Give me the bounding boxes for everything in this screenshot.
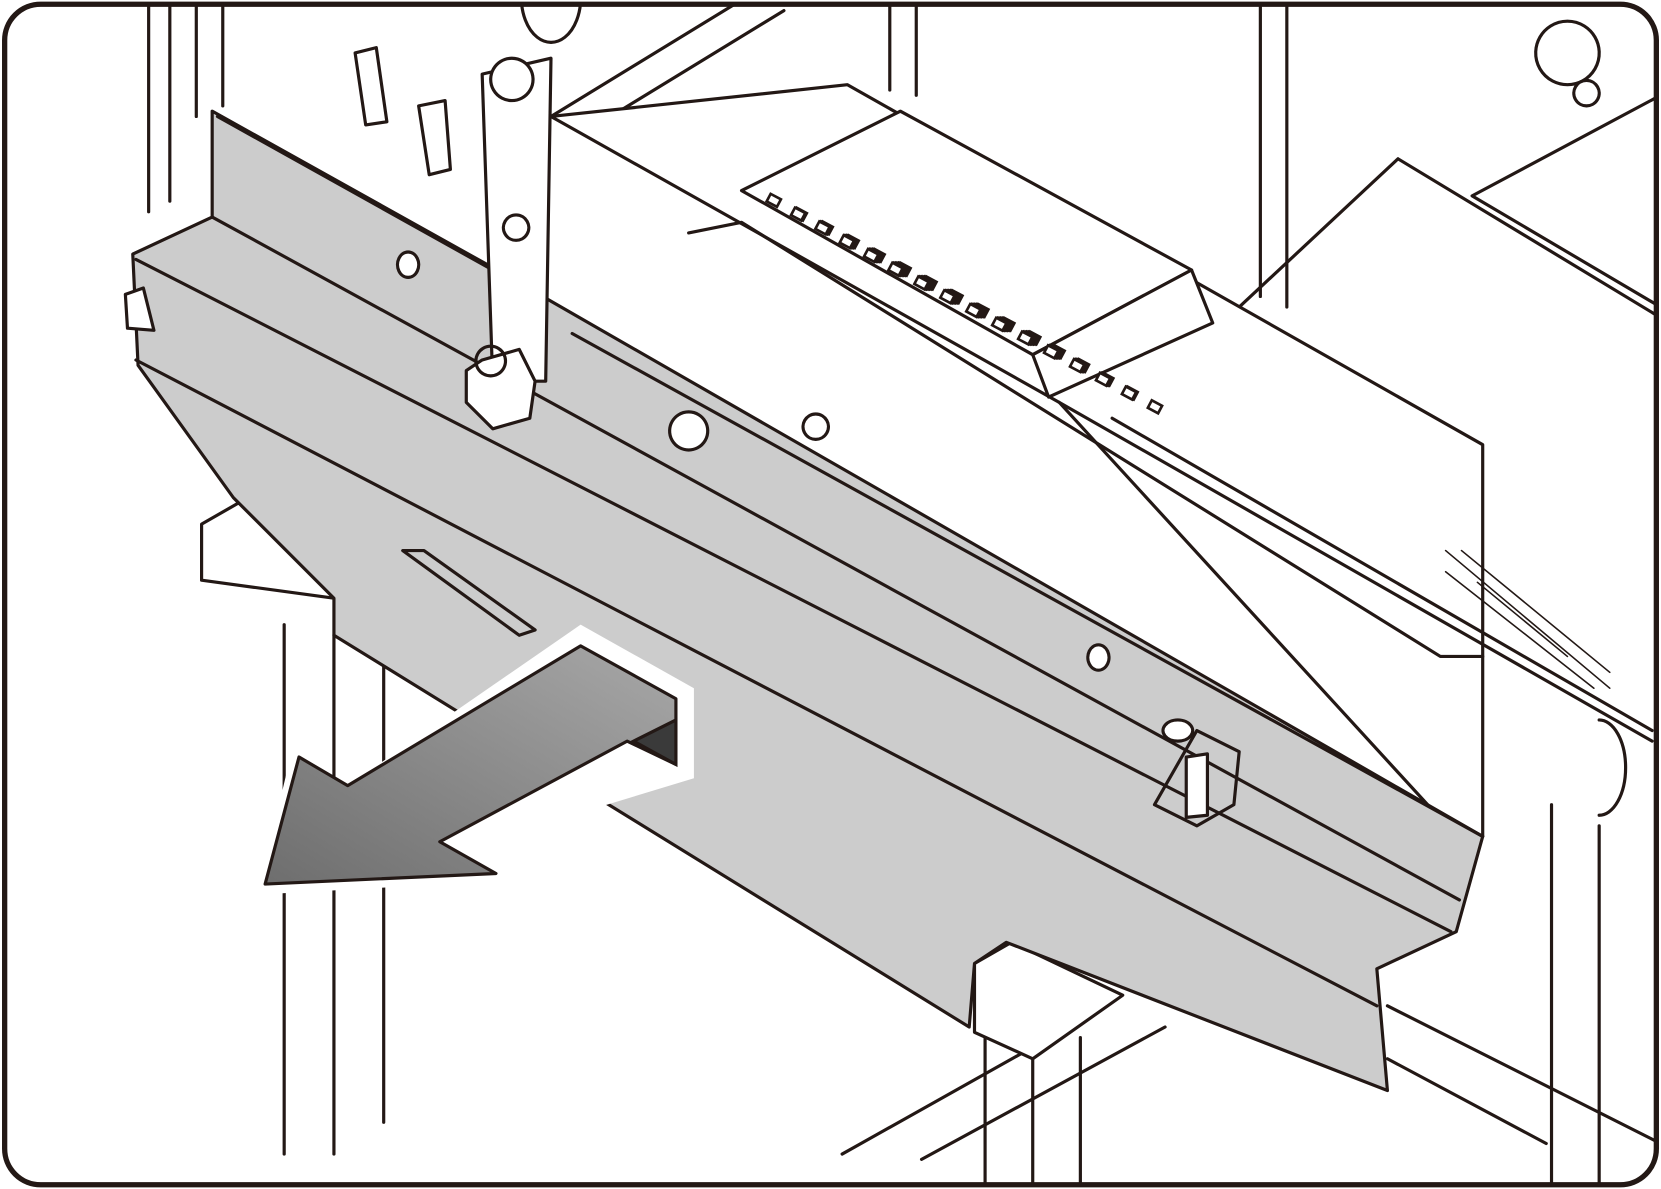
plate-hole	[912, 274, 931, 292]
lever-arm	[353, 4, 1241, 828]
plate-hole	[938, 288, 957, 305]
plate-hole	[1016, 329, 1035, 347]
removal-direction-arrow-icon	[257, 624, 694, 895]
plate-hole	[1094, 371, 1112, 388]
plate-hole	[1146, 398, 1164, 416]
plate-hole	[1042, 343, 1061, 361]
plate-hole	[837, 233, 856, 250]
plate-hole	[990, 315, 1009, 333]
plate-hole	[813, 219, 832, 237]
plate-hole	[789, 205, 808, 223]
plate-hole	[964, 302, 983, 319]
plate-holes	[764, 192, 1164, 416]
side-cover	[123, 109, 1485, 1093]
perforated-plate	[739, 109, 1215, 416]
plate-hole	[764, 192, 783, 209]
plate-hole	[1120, 384, 1138, 402]
plate-hole	[886, 260, 905, 278]
plate-hole	[1068, 357, 1087, 374]
plate-hole	[862, 247, 881, 264]
vent-mesh	[1444, 549, 1611, 689]
